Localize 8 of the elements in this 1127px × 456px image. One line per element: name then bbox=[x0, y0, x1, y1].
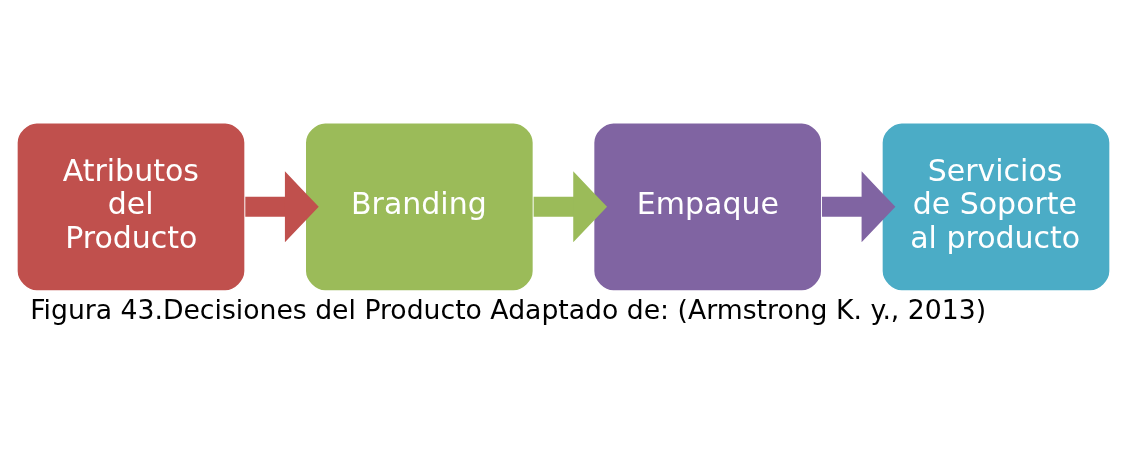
arrow bbox=[533, 170, 608, 242]
node-box: Empaque bbox=[592, 121, 823, 292]
node-box: Branding bbox=[304, 121, 535, 292]
arrow bbox=[821, 170, 896, 242]
node-box: Servicios de Soporte al producto bbox=[881, 121, 1111, 292]
caption: Figura 43.Decisiones del Producto Adaptado de: (Armstrong K. y., 2013) bbox=[30, 293, 987, 325]
arrow bbox=[245, 170, 319, 242]
node-box: Atributos del Producto bbox=[16, 121, 246, 292]
